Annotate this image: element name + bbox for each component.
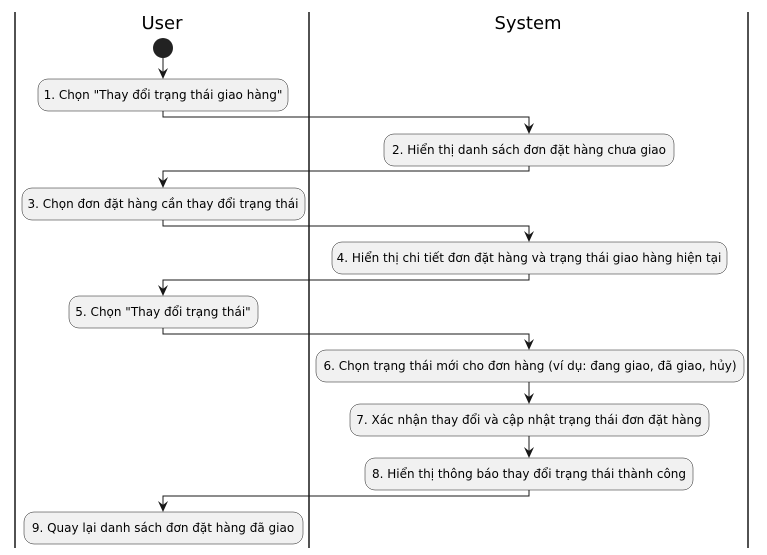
- arrow-head: [524, 393, 534, 404]
- arrow-head: [524, 231, 534, 242]
- arrow-head: [158, 501, 168, 512]
- activity-5-label: 5. Chọn "Thay đổi trạng thái": [75, 305, 250, 319]
- flow-a3-a4: [162, 220, 530, 235]
- activity-3-label: 3. Chọn đơn đặt hàng cần thay đổi trạng …: [28, 197, 299, 211]
- arrow-head: [158, 285, 168, 296]
- arrow-head: [158, 68, 168, 79]
- activity-4-label: 4. Hiển thị chi tiết đơn đặt hàng và trạ…: [337, 251, 722, 265]
- lane-title-user: User: [141, 13, 183, 34]
- flow-a4-a5: [162, 274, 530, 289]
- flow-a2-a3: [162, 166, 530, 181]
- activity-6-box: [315, 349, 745, 383]
- arrow-head: [524, 447, 534, 458]
- arrow-head: [524, 339, 534, 350]
- activity-6-label: 6. Chọn trạng thái mới cho đơn hàng (ví …: [323, 359, 736, 373]
- activity-1-label: 1. Chọn "Thay đổi trạng thái giao hàng": [44, 88, 283, 102]
- arrow-head: [524, 123, 534, 134]
- start-node: [153, 38, 173, 58]
- flow-a5-a6: [162, 328, 530, 343]
- flow-a1-a2: [162, 111, 530, 127]
- flow-a8-a9: [162, 490, 530, 505]
- activity-8-label: 8. Hiển thị thông báo thay đổi trạng thá…: [372, 467, 686, 481]
- activity-2-label: 2. Hiển thị danh sách đơn đặt hàng chưa …: [392, 143, 666, 157]
- activity-7-label: 7. Xác nhận thay đổi và cập nhật trạng t…: [356, 413, 702, 427]
- activity-9-box: [23, 511, 304, 545]
- lane-title-system: System: [494, 13, 561, 34]
- activity-9-label: 9. Quay lại danh sách đơn đặt hàng đã gi…: [32, 521, 294, 535]
- arrow-head: [158, 177, 168, 188]
